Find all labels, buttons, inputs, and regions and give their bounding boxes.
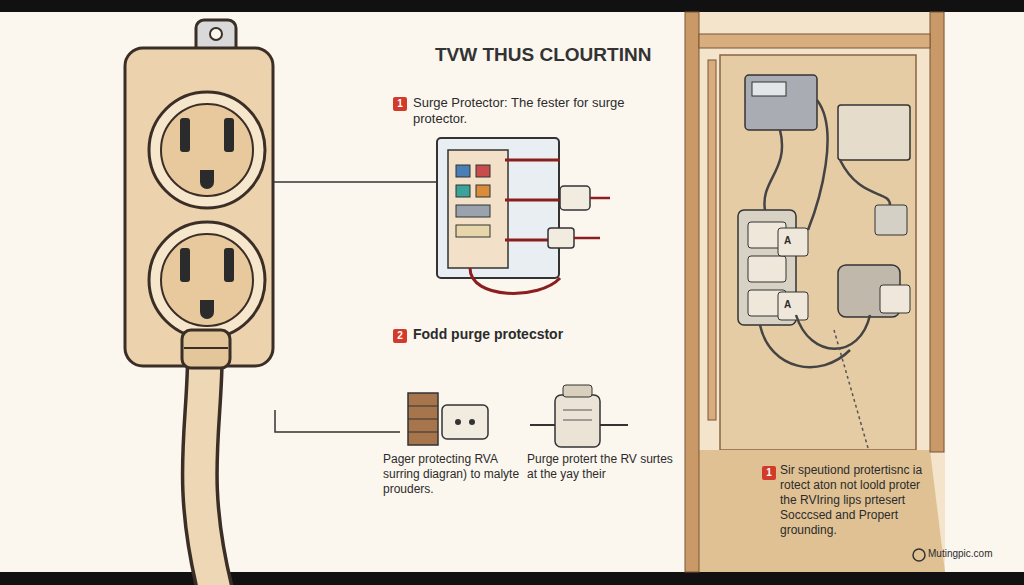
- slot: [224, 248, 234, 282]
- note: Purge protert the RV surtes at the yay t…: [527, 452, 677, 482]
- module: [476, 185, 490, 197]
- receptacle-face: [161, 104, 253, 196]
- plug: [442, 405, 488, 439]
- surge-protector-drawing: [437, 138, 610, 293]
- callout-number: 1: [762, 466, 776, 480]
- module: [456, 185, 470, 197]
- ground-slot: [200, 170, 214, 189]
- cables: [760, 100, 890, 367]
- receptacle-face: [161, 234, 253, 326]
- top-bar: [0, 0, 1024, 12]
- diagram-title: TVW THUS CLOURTINN: [435, 43, 651, 67]
- device-screen: [752, 82, 786, 96]
- wires: [470, 160, 585, 293]
- brick: [408, 393, 438, 445]
- socket: [748, 256, 786, 282]
- connector: [548, 228, 574, 248]
- cord-collar: [182, 330, 230, 368]
- callout-text: Sir speutiond protertisnc ia rotect aton…: [780, 463, 938, 538]
- leader-line: [272, 181, 436, 183]
- module: [456, 205, 490, 217]
- device-label: A: [784, 299, 791, 312]
- watermark: Mutingpic.com: [928, 548, 992, 561]
- slot: [180, 118, 190, 152]
- callout-number: 1: [393, 97, 407, 111]
- cord-outline: [200, 350, 215, 585]
- power-strip: [738, 210, 796, 325]
- pin: [455, 419, 461, 425]
- bottom-bar: [0, 572, 1024, 585]
- note: Pager protecting RVA surring diagran) to…: [383, 452, 523, 497]
- panel-bg: [685, 12, 945, 572]
- receptacle: [149, 222, 265, 338]
- beam: [699, 34, 930, 48]
- receptacle: [149, 92, 265, 208]
- plug-drawing: [408, 393, 488, 445]
- slot: [180, 248, 190, 282]
- floor: [685, 450, 945, 572]
- dotted-leader: [834, 330, 868, 448]
- brick-lines: [408, 406, 438, 432]
- bracket-line: [275, 410, 400, 432]
- connector: [560, 186, 590, 210]
- collar-ring: [184, 347, 228, 349]
- outlet: [125, 20, 273, 585]
- device-label: A: [784, 235, 791, 248]
- module: [778, 228, 808, 256]
- slot: [224, 118, 234, 152]
- device: [745, 75, 817, 130]
- outlet-plate: [125, 48, 273, 366]
- tab-hole: [210, 28, 222, 40]
- inline-protector-drawing: [530, 385, 628, 447]
- watermark-icon: [913, 549, 925, 561]
- wires: [574, 198, 610, 238]
- ground-slot: [200, 300, 214, 319]
- cabinet-back: [720, 55, 916, 450]
- module: [778, 292, 808, 320]
- detail: [563, 410, 592, 420]
- module: [880, 285, 910, 313]
- pin: [469, 419, 475, 425]
- protector-cap: [563, 385, 592, 397]
- device: [838, 105, 910, 160]
- section-heading: Fodd purge protecstor: [413, 326, 633, 344]
- callout-number: 2: [393, 329, 407, 343]
- callout-text: Surge Protector: The fester for surge pr…: [413, 95, 658, 128]
- background: [0, 12, 1024, 572]
- module: [456, 165, 470, 177]
- inner-panel: [448, 150, 508, 268]
- module: [476, 165, 490, 177]
- module: [875, 205, 907, 235]
- beam: [930, 12, 944, 452]
- cabinet-drawing: [685, 12, 945, 572]
- module: [456, 225, 490, 237]
- cord: [200, 350, 215, 585]
- post: [708, 60, 716, 420]
- beam: [685, 12, 699, 572]
- protector-body: [555, 395, 600, 447]
